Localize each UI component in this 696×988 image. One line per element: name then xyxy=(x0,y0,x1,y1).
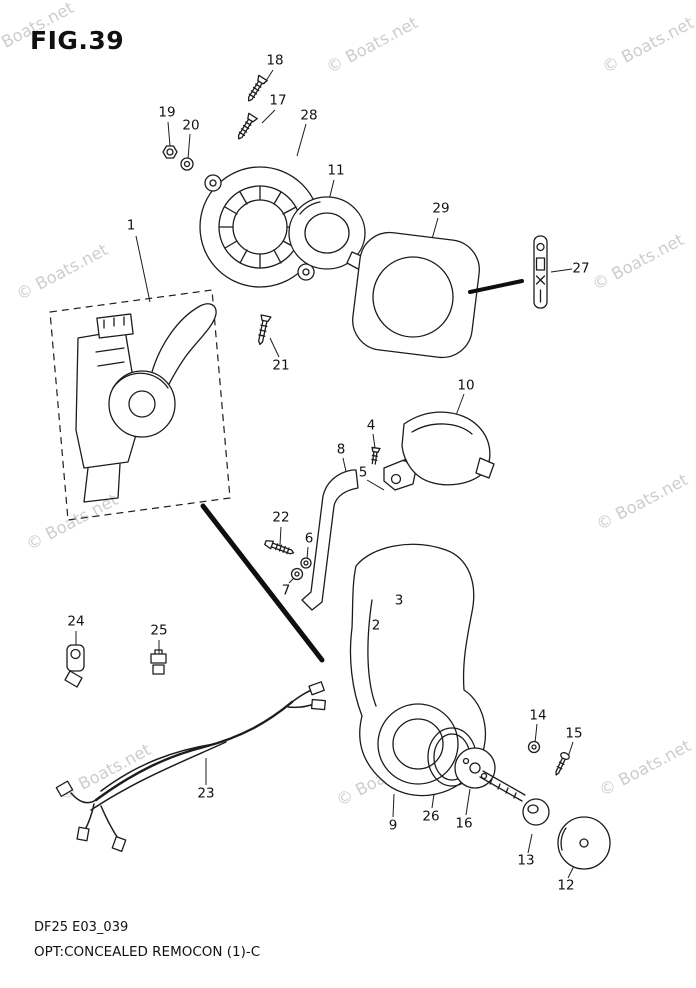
part-callout-5[interactable]: 5 xyxy=(358,464,368,481)
part-29-pad xyxy=(352,231,480,359)
part-14-washer xyxy=(527,740,541,754)
part-15-screw xyxy=(555,752,570,776)
part-5-latch xyxy=(383,451,417,491)
part-callout-21[interactable]: 21 xyxy=(272,357,290,374)
part-6-washer xyxy=(300,557,312,569)
part-callout-6[interactable]: 6 xyxy=(304,530,314,547)
part-12-cap xyxy=(557,816,611,870)
part-callout-4[interactable]: 4 xyxy=(366,417,376,434)
part-callout-9[interactable]: 9 xyxy=(388,817,398,834)
part-19-nut xyxy=(162,145,178,159)
part-21-screw xyxy=(257,314,272,346)
leader-lines xyxy=(75,69,577,879)
part-11-cam-cup xyxy=(288,196,367,271)
part-17-screw xyxy=(237,112,258,140)
part-16-disc xyxy=(454,747,496,789)
bolt-shaft xyxy=(479,770,526,802)
part-callout-24[interactable]: 24 xyxy=(67,613,85,630)
part-callout-25[interactable]: 25 xyxy=(150,622,168,639)
part-8-bracket xyxy=(301,469,359,611)
part-27-strip xyxy=(533,235,548,309)
part-callout-23[interactable]: 23 xyxy=(197,785,215,802)
part-callout-13[interactable]: 13 xyxy=(517,852,535,869)
part-callout-17[interactable]: 17 xyxy=(269,92,287,109)
part-callout-29[interactable]: 29 xyxy=(432,200,450,217)
part-callout-16[interactable]: 16 xyxy=(455,815,473,832)
part-callout-12[interactable]: 12 xyxy=(557,877,575,894)
part-callout-2[interactable]: 2 xyxy=(371,617,381,634)
part-7-washer xyxy=(290,567,304,581)
part-callout-14[interactable]: 14 xyxy=(529,707,547,724)
figure-code: DF25 E03_039 xyxy=(34,920,129,935)
part-23-wire-harness xyxy=(55,681,326,852)
part-callout-8[interactable]: 8 xyxy=(336,441,346,458)
figure-caption: OPT:CONCEALED REMOCON (1)-C xyxy=(34,944,261,960)
part-20-washer xyxy=(180,157,194,171)
pointer-line-body xyxy=(200,503,325,663)
part-callout-26[interactable]: 26 xyxy=(422,808,440,825)
part-callout-1[interactable]: 1 xyxy=(126,217,136,234)
part-callout-18[interactable]: 18 xyxy=(266,52,284,69)
part-24-terminal xyxy=(64,644,85,688)
part-9-housing xyxy=(349,543,487,797)
part-callout-7[interactable]: 7 xyxy=(281,582,291,599)
part-callout-27[interactable]: 27 xyxy=(572,260,590,277)
pointer-line-27 xyxy=(468,279,524,294)
part-callout-10[interactable]: 10 xyxy=(457,377,475,394)
part-1-remocon-assembly xyxy=(49,289,231,521)
part-25-clip xyxy=(150,649,167,675)
part-4-screw xyxy=(371,446,381,465)
part-callout-28[interactable]: 28 xyxy=(300,107,318,124)
part-callout-11[interactable]: 11 xyxy=(327,162,345,179)
figure-title: FIG.39 xyxy=(30,26,125,55)
part-callout-19[interactable]: 19 xyxy=(158,104,176,121)
part-10-cover xyxy=(401,411,495,486)
part-18-screw xyxy=(247,74,268,102)
part-callout-15[interactable]: 15 xyxy=(565,725,583,742)
part-callout-3[interactable]: 3 xyxy=(394,592,404,609)
part-callout-22[interactable]: 22 xyxy=(272,509,290,526)
part-callout-20[interactable]: 20 xyxy=(182,117,200,134)
part-22-bolt xyxy=(264,540,295,555)
part-13-knob xyxy=(522,798,550,826)
